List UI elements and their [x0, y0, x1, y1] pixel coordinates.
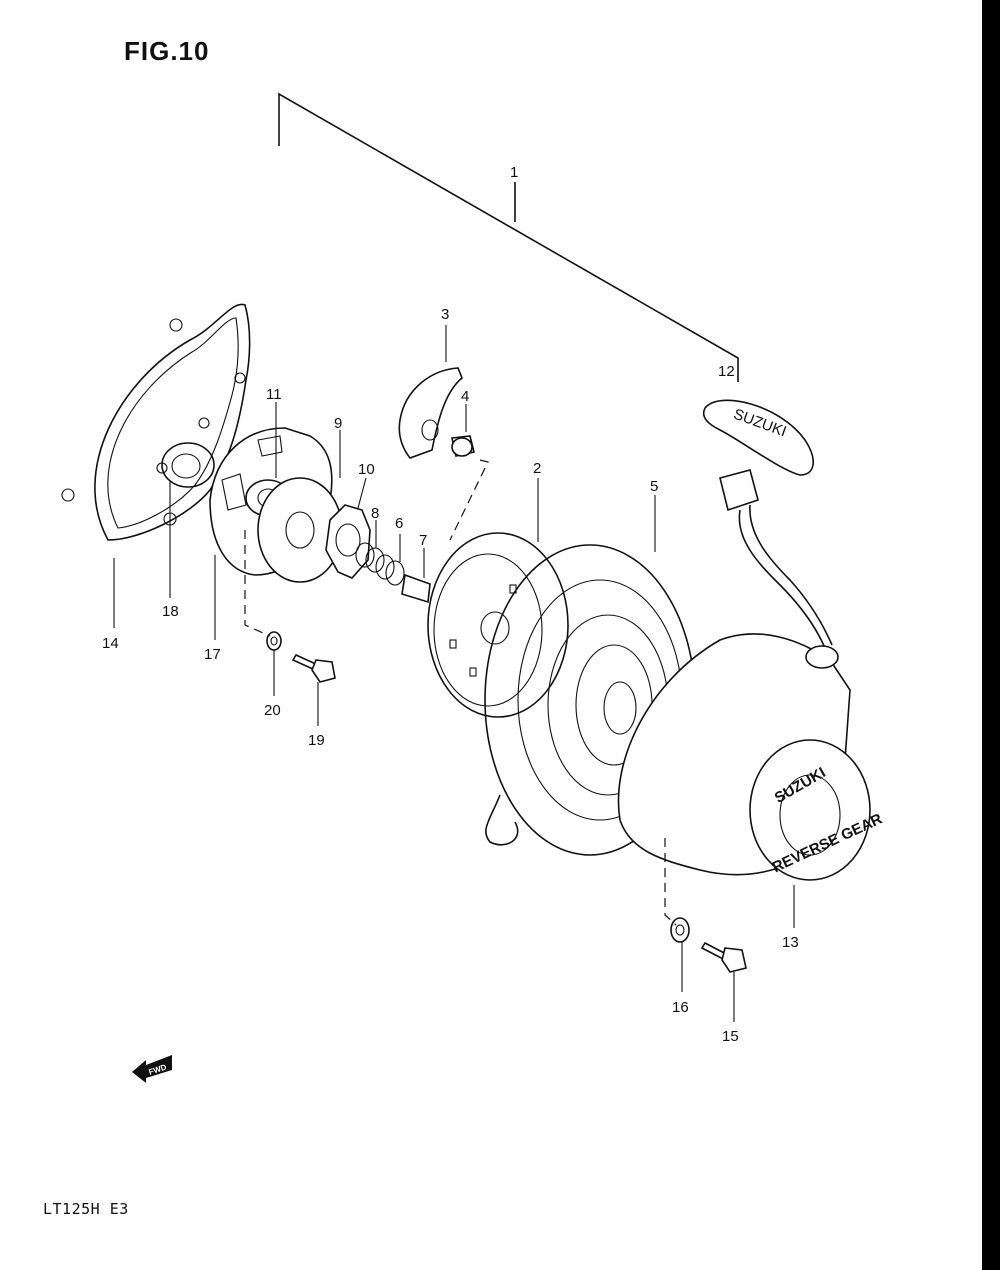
callout-18: 18 [162, 603, 179, 620]
callout-20: 20 [264, 702, 281, 719]
bolt-left-part [291, 653, 336, 683]
callout-9: 9 [334, 415, 342, 432]
seal-gasket-part [156, 417, 215, 488]
callout-8: 8 [371, 505, 379, 522]
model-code: LT125H E3 [43, 1200, 129, 1218]
figure-title: FIG.10 [124, 36, 210, 66]
washer-left-part [266, 631, 282, 651]
shaft-part [401, 573, 431, 604]
assembly-lines [244, 459, 677, 926]
callout-11: 11 [266, 386, 282, 403]
recoil-spring-part [484, 544, 696, 856]
spring-part [355, 542, 405, 586]
scan-edge-bar [982, 0, 1000, 1270]
assembly-bracket [278, 92, 739, 382]
pin-part [451, 435, 475, 457]
bolt-right-part [700, 941, 747, 973]
leader-lines [113, 325, 795, 1022]
fwd-arrow-icon: FWD [132, 1055, 172, 1083]
callout-7: 7 [419, 532, 427, 549]
callout-3: 3 [441, 306, 449, 323]
ratchet-guide-part [325, 504, 371, 579]
callout-6: 6 [395, 515, 403, 532]
callout-13: 13 [782, 934, 799, 951]
callout-19: 19 [308, 732, 325, 749]
callout-16: 16 [672, 999, 689, 1016]
callout-12: 12 [718, 363, 735, 380]
callout-1: 1 [510, 164, 518, 181]
callout-2: 2 [533, 460, 541, 477]
callout-17: 17 [204, 646, 221, 663]
callout-5: 5 [650, 478, 658, 495]
starter-cover-part: SUZUKI REVERSE GEAR [617, 633, 885, 881]
callout-4: 4 [461, 388, 469, 405]
washer-right-part [670, 917, 690, 943]
callout-10: 10 [358, 461, 375, 478]
pawl-part [398, 367, 463, 459]
starter-handle-part: SUZUKI [702, 399, 833, 649]
callout-14: 14 [102, 635, 119, 652]
callout-15: 15 [722, 1028, 739, 1045]
